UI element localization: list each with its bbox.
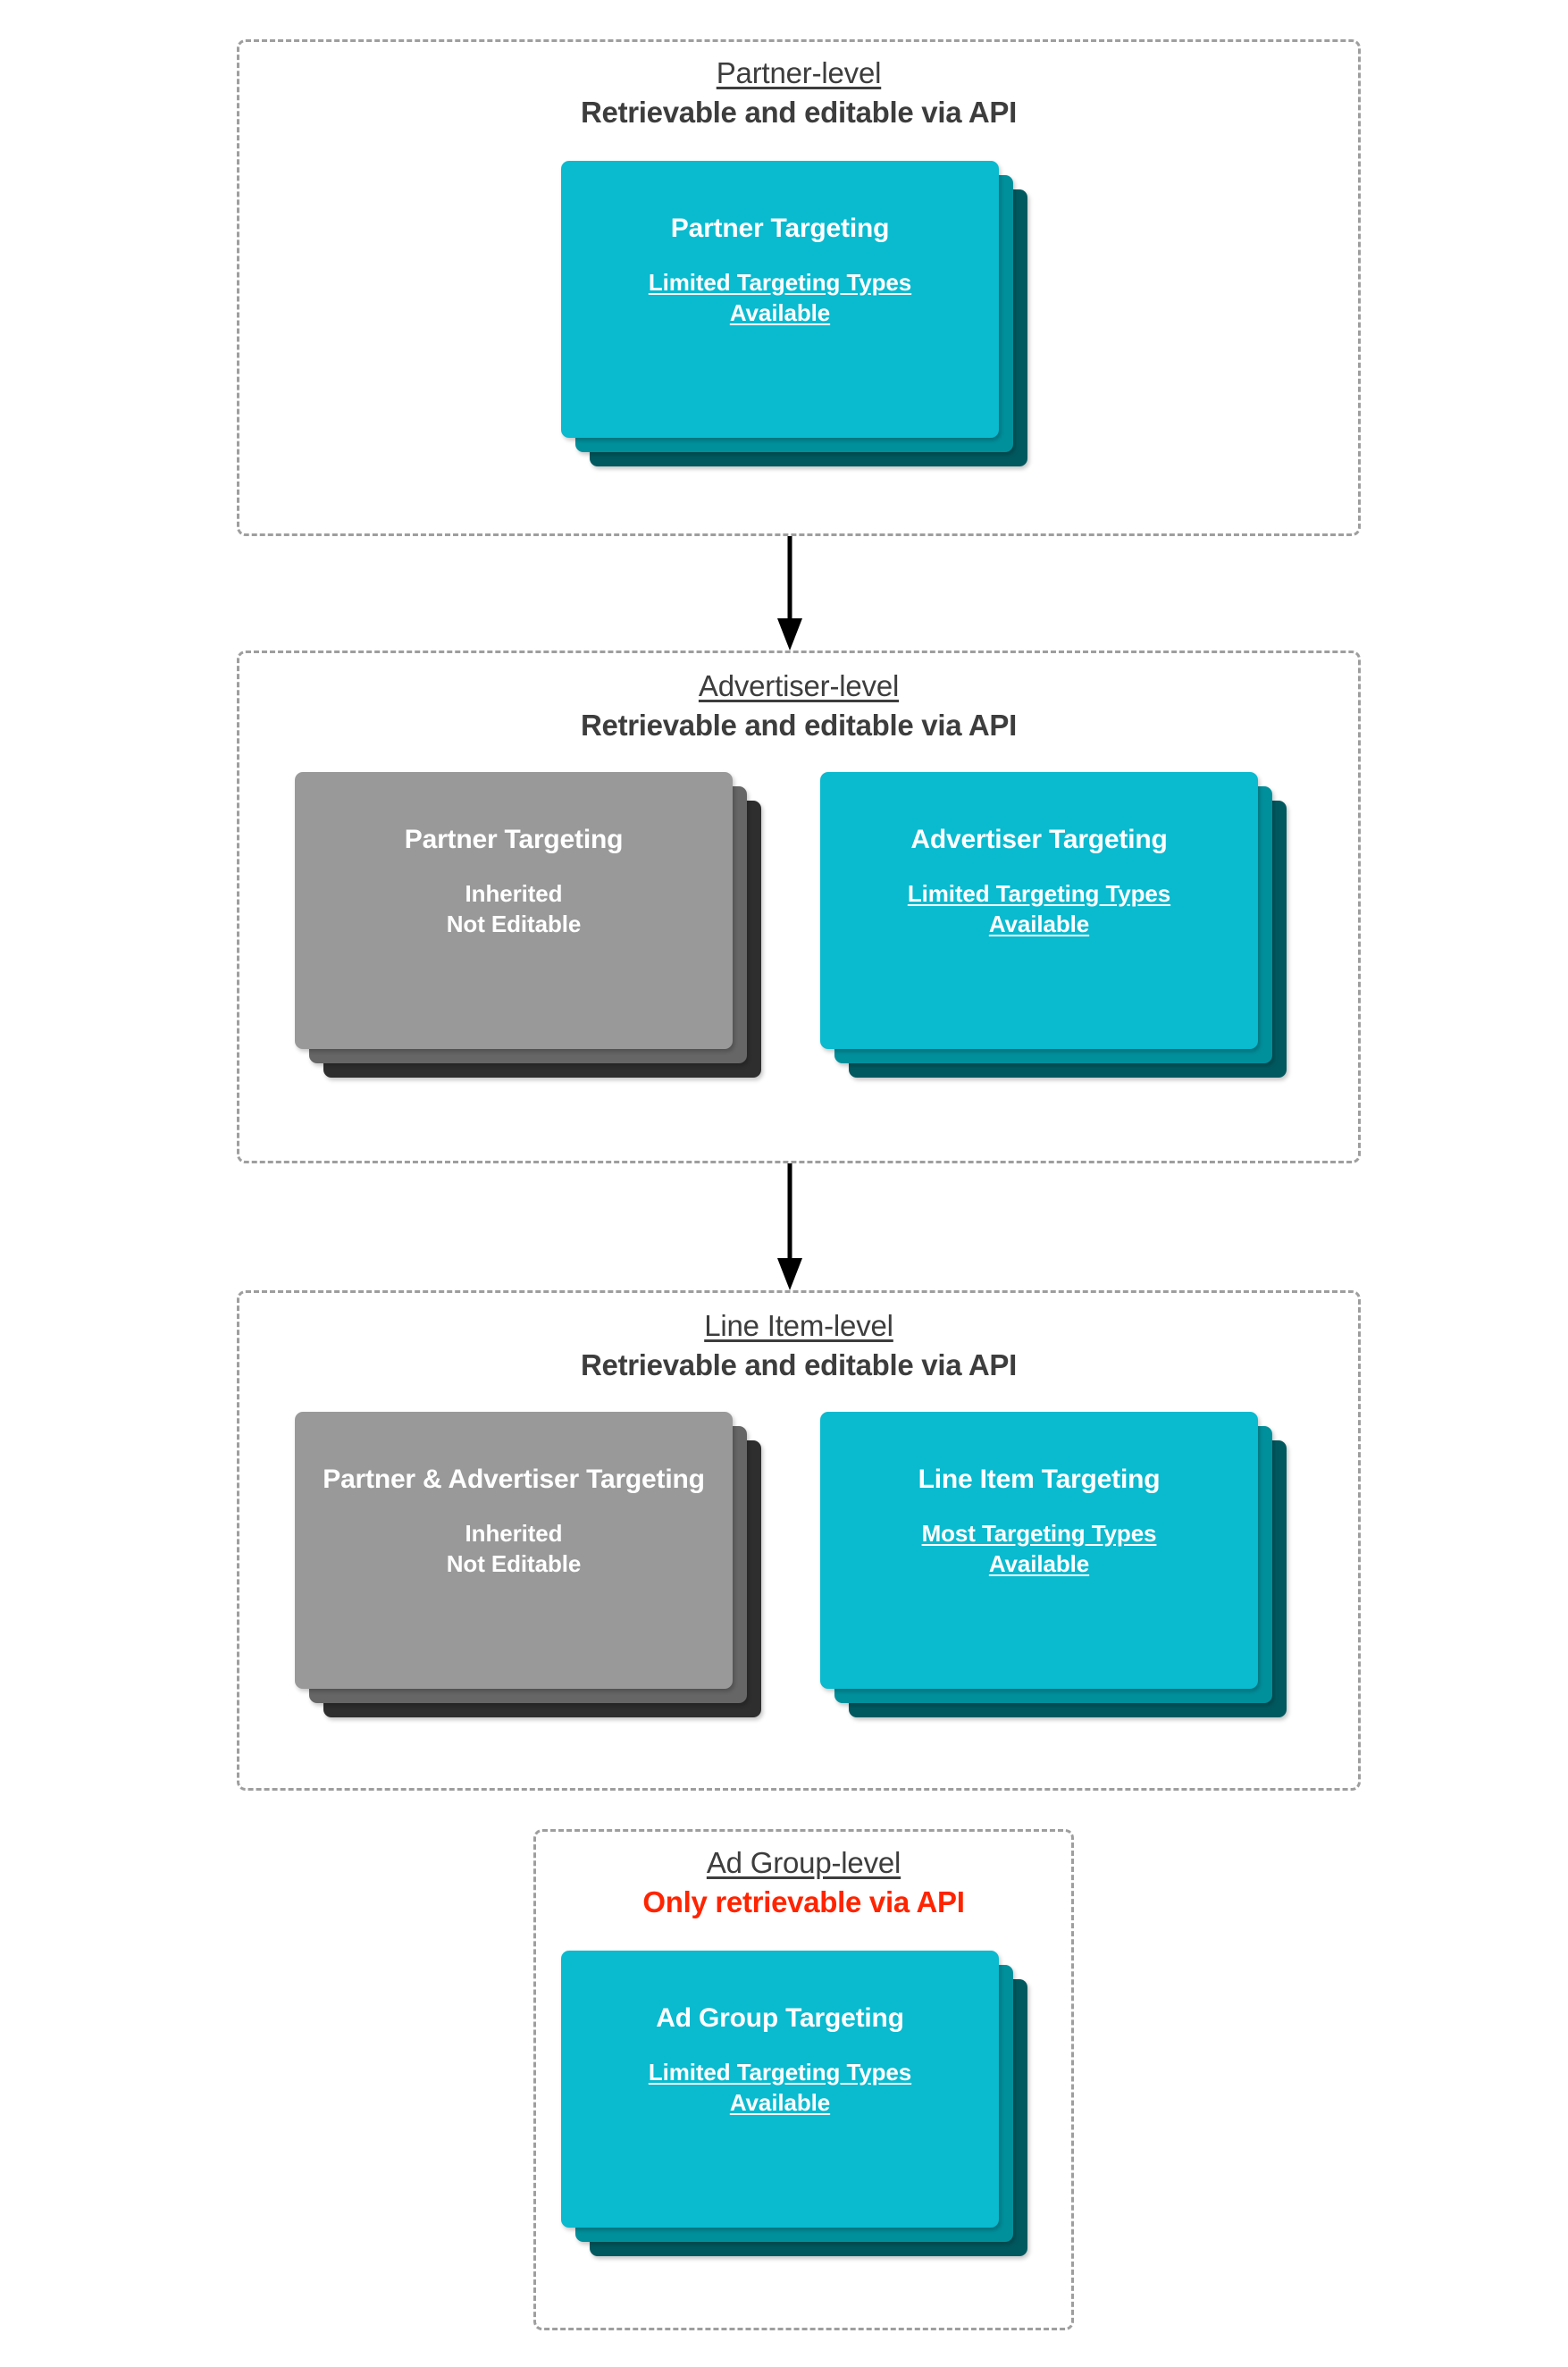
card-note: Most Targeting Types Available	[922, 1518, 1157, 1580]
card-line-item-targeting[interactable]: Line Item Targeting Most Targeting Types…	[820, 1412, 1287, 1717]
card-note: Limited Targeting Types Available	[649, 2057, 911, 2119]
level-title-advertiser: Advertiser-level	[698, 669, 900, 702]
card-note: Inherited Not Editable	[446, 878, 582, 940]
card-layer-front: Advertiser Targeting Limited Targeting T…	[820, 772, 1258, 1049]
card-title: Partner & Advertiser Targeting	[323, 1465, 705, 1494]
level-title-ad-group: Ad Group-level	[706, 1846, 901, 1879]
level-subtitle-advertiser: Retrievable and editable via API	[580, 708, 1018, 742]
card-ad-group-targeting[interactable]: Ad Group Targeting Limited Targeting Typ…	[561, 1951, 1027, 2256]
card-title: Partner Targeting	[404, 825, 624, 854]
card-note-line-2: Not Editable	[446, 911, 582, 938]
card-note-line-1: Limited Targeting Types	[648, 2058, 912, 2086]
card-title: Line Item Targeting	[918, 1465, 1161, 1494]
card-partner-advertiser-targeting-inherited[interactable]: Partner & Advertiser Targeting Inherited…	[295, 1412, 761, 1717]
card-note-line-2: Available	[988, 1550, 1090, 1578]
card-partner-targeting[interactable]: Partner Targeting Limited Targeting Type…	[561, 161, 1027, 466]
level-subtitle-ad-group: Only retrievable via API	[642, 1884, 965, 1918]
card-layer-front: Partner Targeting Inherited Not Editable	[295, 772, 733, 1049]
card-note-line-1: Inherited	[465, 1519, 563, 1547]
connector-arrow-advertiser-to-line-item	[772, 1163, 808, 1290]
card-note: Limited Targeting Types Available	[908, 878, 1170, 940]
level-heading-line-item: Line Item-level Retrievable and editable…	[239, 1309, 1358, 1383]
card-title: Advertiser Targeting	[910, 825, 1168, 854]
card-layer-front: Partner & Advertiser Targeting Inherited…	[295, 1412, 733, 1689]
card-layer-front: Ad Group Targeting Limited Targeting Typ…	[561, 1951, 999, 2228]
card-title: Ad Group Targeting	[656, 2003, 904, 2033]
card-partner-targeting-inherited[interactable]: Partner Targeting Inherited Not Editable	[295, 772, 761, 1078]
card-note-line-2: Available	[988, 911, 1090, 938]
level-heading-ad-group: Ad Group-level Only retrievable via API	[536, 1846, 1071, 1920]
level-title-line-item: Line Item-level	[704, 1309, 893, 1342]
card-title: Partner Targeting	[670, 214, 890, 243]
card-note-line-2: Available	[729, 2089, 831, 2117]
level-subtitle-line-item: Retrievable and editable via API	[580, 1347, 1018, 1381]
level-heading-partner: Partner-level Retrievable and editable v…	[239, 56, 1358, 130]
level-title-partner: Partner-level	[716, 56, 882, 89]
card-note-line-2: Not Editable	[446, 1550, 582, 1578]
level-subtitle-partner: Retrievable and editable via API	[580, 95, 1018, 129]
card-note: Limited Targeting Types Available	[649, 267, 911, 329]
level-heading-advertiser: Advertiser-level Retrievable and editabl…	[239, 669, 1358, 743]
card-layer-front: Line Item Targeting Most Targeting Types…	[820, 1412, 1258, 1689]
card-note-line-2: Available	[729, 299, 831, 327]
card-note-line-1: Limited Targeting Types	[907, 879, 1171, 907]
card-layer-front: Partner Targeting Limited Targeting Type…	[561, 161, 999, 438]
card-advertiser-targeting[interactable]: Advertiser Targeting Limited Targeting T…	[820, 772, 1287, 1078]
card-note-line-1: Inherited	[465, 879, 563, 907]
card-note-line-1: Limited Targeting Types	[648, 268, 912, 296]
card-note: Inherited Not Editable	[446, 1518, 582, 1580]
connector-arrow-partner-to-advertiser	[772, 536, 808, 651]
card-note-line-1: Most Targeting Types	[921, 1519, 1157, 1547]
